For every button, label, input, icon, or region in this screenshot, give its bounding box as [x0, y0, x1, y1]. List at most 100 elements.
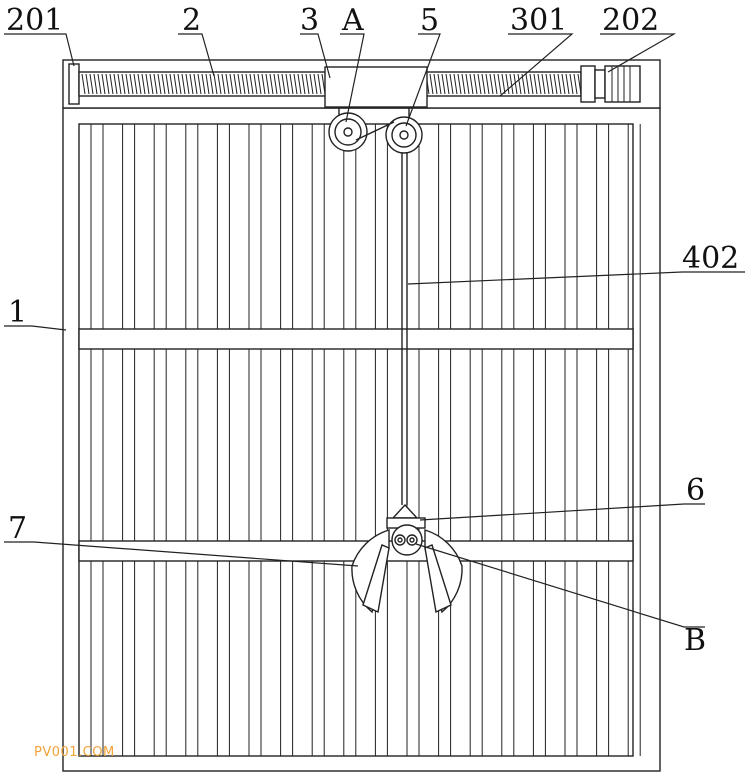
leader-2: [178, 33, 215, 77]
watermark-text: PV001.COM: [34, 745, 115, 760]
thread-line: [193, 73, 198, 95]
thread-line: [257, 73, 262, 95]
thread-line: [81, 73, 86, 95]
leader-3: [300, 33, 331, 79]
left-claw-finger: [362, 544, 390, 614]
callout-201: 201: [6, 3, 63, 38]
leader-A: [340, 33, 365, 123]
callout-A: A: [341, 3, 364, 38]
thread-line: [129, 73, 134, 95]
thread-line: [145, 73, 150, 95]
thread-line: [529, 73, 534, 95]
callout-B: B: [684, 623, 706, 658]
thread-line: [477, 73, 482, 95]
right-pulley-inner: [391, 122, 417, 148]
thread-line: [289, 73, 294, 95]
thread-line: [213, 73, 218, 95]
thread-line: [437, 73, 442, 95]
thread-line: [525, 73, 530, 95]
thread-line: [429, 73, 434, 95]
thread-line: [177, 73, 182, 95]
thread-line: [433, 73, 438, 95]
thread-line: [245, 73, 250, 95]
thread-line: [121, 73, 126, 95]
thread-line: [561, 73, 566, 95]
thread-line: [485, 73, 490, 95]
thread-line: [85, 73, 90, 95]
leader-5: [405, 33, 441, 127]
callout-1: 1: [8, 295, 27, 330]
thread-line: [97, 73, 102, 95]
thread-line: [513, 73, 518, 95]
thread-line: [185, 73, 190, 95]
thread-line: [153, 73, 158, 95]
thread-line: [117, 73, 122, 95]
thread-line: [201, 73, 206, 95]
thread-line: [457, 73, 462, 95]
callout-202: 202: [602, 3, 659, 38]
leader-202: [600, 33, 677, 73]
upper-cross-bar: [78, 328, 634, 350]
thread-line: [281, 73, 286, 95]
thread-line: [497, 73, 502, 95]
callout-3: 3: [300, 3, 319, 38]
cable-connector: [391, 503, 419, 519]
thread-line: [533, 73, 538, 95]
thread-line: [285, 73, 290, 95]
thread-line: [241, 73, 246, 95]
right-pulley-axle: [399, 130, 409, 140]
claw-pivot-right-pin: [409, 537, 415, 543]
leader-6: [419, 503, 705, 521]
thread-line: [313, 73, 318, 95]
thread-line: [541, 73, 546, 95]
thread-line: [557, 73, 562, 95]
claw-pivot-left: [394, 534, 406, 546]
left-pulley-axle: [343, 127, 353, 137]
thread-line: [161, 73, 166, 95]
thread-line: [269, 73, 274, 95]
thread-line: [501, 73, 506, 95]
thread-line: [305, 73, 310, 95]
thread-line: [157, 73, 162, 95]
thread-line: [189, 73, 194, 95]
thread-line: [445, 73, 450, 95]
thread-line: [125, 73, 130, 95]
thread-line: [217, 73, 222, 95]
thread-line: [293, 73, 298, 95]
thread-line: [549, 73, 554, 95]
right-claw-finger: [424, 544, 452, 614]
callout-6: 6: [686, 473, 705, 508]
thread-line: [473, 73, 478, 95]
pulley-belt: [355, 121, 395, 141]
thread-line: [569, 73, 574, 95]
thread-line: [493, 73, 498, 95]
thread-line: [565, 73, 570, 95]
thread-line: [173, 73, 178, 95]
thread-line: [169, 73, 174, 95]
thread-line: [233, 73, 238, 95]
thread-line: [141, 73, 146, 95]
left-pulley-inner: [334, 118, 362, 146]
thread-line: [261, 73, 266, 95]
thread-line: [449, 73, 454, 95]
leader-402: [407, 271, 745, 285]
thread-line: [197, 73, 202, 95]
leader-7: [4, 541, 359, 567]
leader-301: [499, 33, 574, 97]
thread-line: [301, 73, 306, 95]
thread-line: [133, 73, 138, 95]
thread-line: [149, 73, 154, 95]
right-bearing-block: [580, 65, 596, 103]
thread-line: [273, 73, 278, 95]
thread-line: [461, 73, 466, 95]
right-pulley-outer: [385, 116, 423, 154]
thread-line: [317, 73, 322, 95]
left-bearing-block: [68, 63, 80, 105]
claw-pivot-right: [406, 534, 418, 546]
thread-line: [277, 73, 282, 95]
slat-group: [90, 124, 641, 756]
thread-line: [229, 73, 234, 95]
callout-5: 5: [420, 3, 439, 38]
thread-line: [209, 73, 214, 95]
